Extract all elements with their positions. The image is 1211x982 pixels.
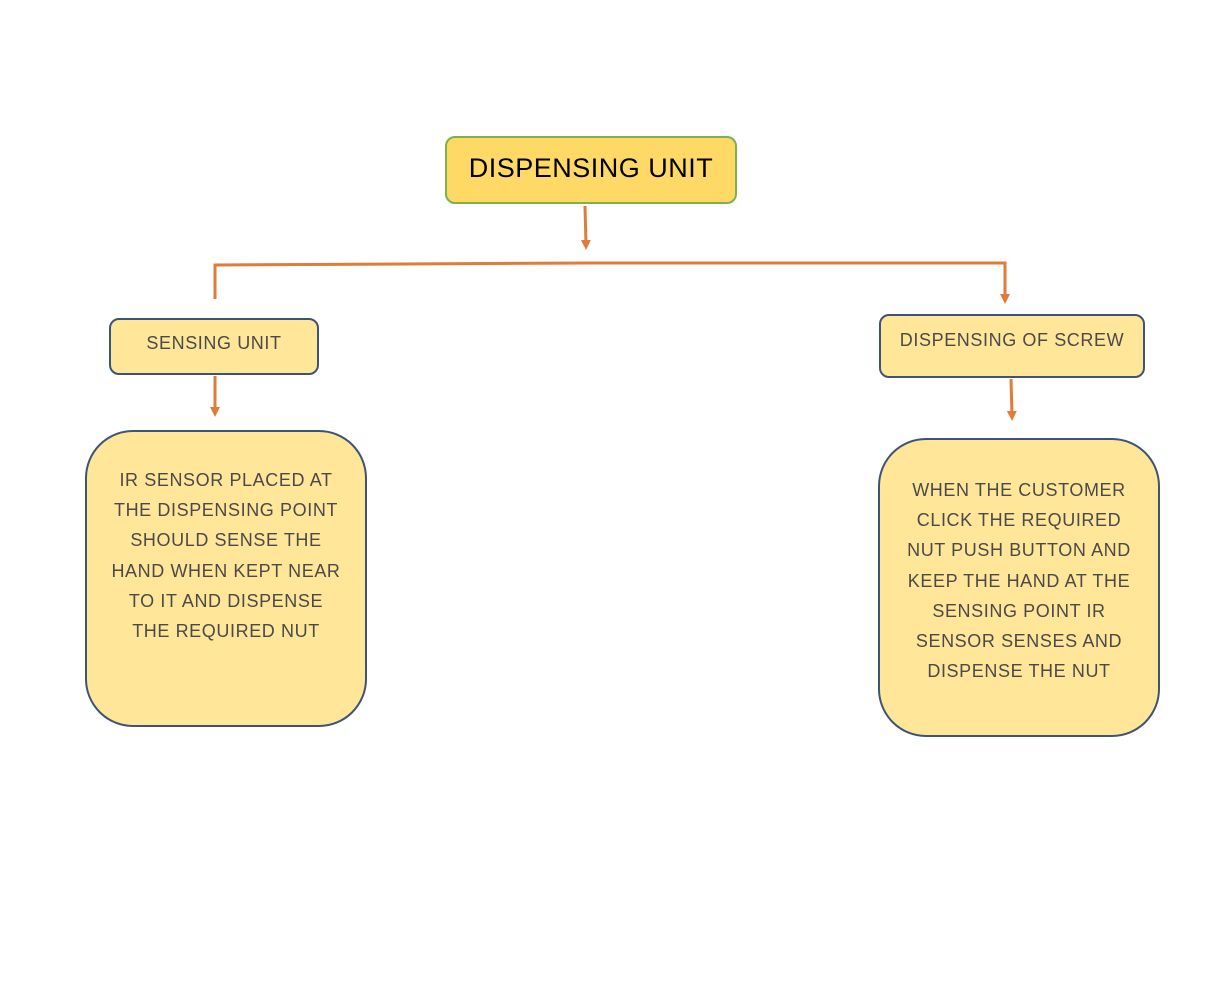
node-sensing-unit: SENSING UNIT	[109, 318, 319, 375]
connector-bus	[213, 261, 1010, 304]
node-dispensing-of-screw-label: DISPENSING OF SCREW	[899, 330, 1125, 350]
node-dispensing-description-text: WHEN THE CUSTOMER CLICK THE REQUIRED NUT…	[907, 480, 1131, 682]
node-sensing-description: IR SENSOR PLACED AT THE DISPENSING POINT…	[85, 430, 367, 727]
connector-dispensing-to-desc	[1006, 378, 1017, 421]
node-dispensing-of-screw: DISPENSING OF SCREW	[879, 314, 1145, 378]
node-sensing-unit-label: SENSING UNIT	[146, 333, 282, 353]
node-dispensing-description: WHEN THE CUSTOMER CLICK THE REQUIRED NUT…	[878, 438, 1160, 737]
node-sensing-description-text: IR SENSOR PLACED AT THE DISPENSING POINT…	[111, 470, 341, 642]
connector-root-stub	[580, 205, 591, 250]
node-dispensing-unit: DISPENSING UNIT	[445, 136, 737, 204]
node-dispensing-unit-label: DISPENSING UNIT	[468, 152, 714, 183]
